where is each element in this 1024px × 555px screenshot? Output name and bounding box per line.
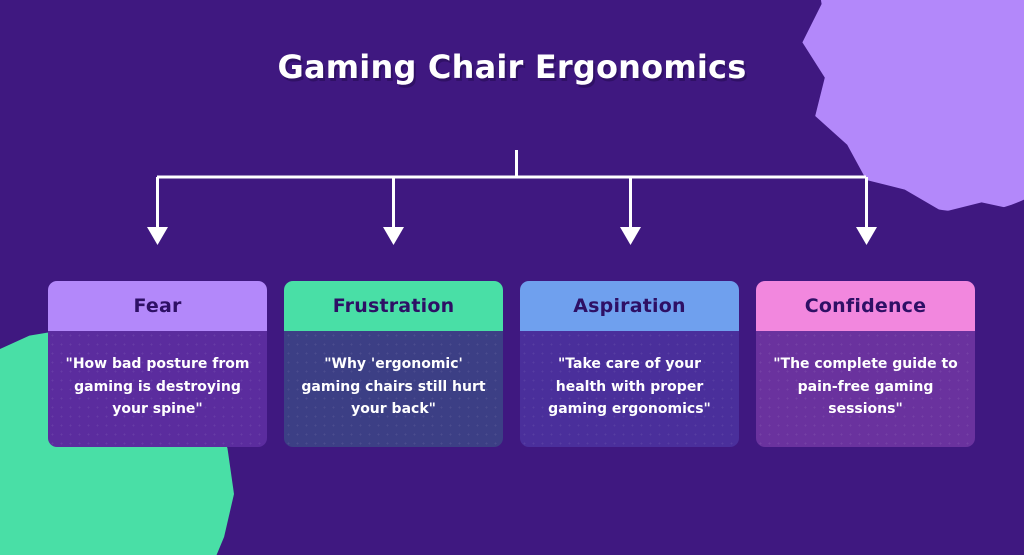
card-header-fear: Fear xyxy=(48,281,267,331)
card-body-frustration: "Why 'ergonomic' gaming chairs still hur… xyxy=(284,331,503,447)
card-title-frustration: Frustration xyxy=(332,295,455,317)
card-text-fear: "How bad posture from gaming is destroyi… xyxy=(65,355,250,418)
card-text-aspiration: "Take care of your health with proper ga… xyxy=(548,355,711,418)
branch-arrow-1 xyxy=(147,227,168,245)
card-text-frustration: "Why 'ergonomic' gaming chairs still hur… xyxy=(301,355,486,418)
branch-arrow-2 xyxy=(383,227,404,245)
branch-arrow-4 xyxy=(856,227,877,245)
card-header-aspiration: Aspiration xyxy=(520,281,739,331)
card-body-aspiration: "Take care of your health with proper ga… xyxy=(520,331,739,447)
card-fear[interactable]: Fear "How bad posture from gaming is des… xyxy=(48,281,267,447)
card-title-fear: Fear xyxy=(133,295,182,317)
card-body-confidence: "The complete guide to pain-free gaming … xyxy=(756,331,975,447)
card-row: Fear "How bad posture from gaming is des… xyxy=(48,281,976,447)
card-title-confidence: Confidence xyxy=(804,295,927,317)
card-confidence[interactable]: Confidence "The complete guide to pain-f… xyxy=(756,281,975,447)
card-body-fear: "How bad posture from gaming is destroyi… xyxy=(48,331,267,447)
card-title-aspiration: Aspiration xyxy=(573,295,686,317)
page-title: Gaming Chair Ergonomics xyxy=(277,48,747,86)
card-text-confidence: "The complete guide to pain-free gaming … xyxy=(773,355,958,418)
card-aspiration[interactable]: Aspiration "Take care of your health wit… xyxy=(520,281,739,447)
card-frustration[interactable]: Frustration "Why 'ergonomic' gaming chai… xyxy=(284,281,503,447)
branch-arrow-3 xyxy=(620,227,641,245)
connector-tree xyxy=(147,150,877,245)
card-header-confidence: Confidence xyxy=(756,281,975,331)
card-header-frustration: Frustration xyxy=(284,281,503,331)
